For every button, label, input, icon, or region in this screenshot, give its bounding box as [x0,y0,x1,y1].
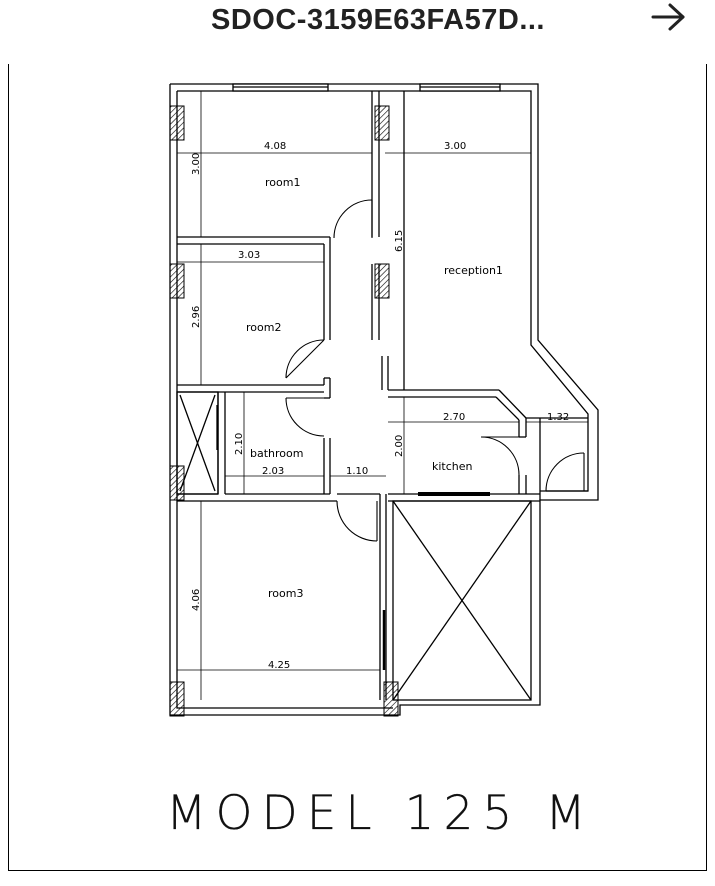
dim-room2-height: 2.96 [191,306,202,328]
top-bar: SDOC-3159E63FA57D... [0,0,715,58]
dim-corridor-width: 1.10 [346,466,368,477]
columns [169,105,399,717]
dim-balcony-width: 1.32 [547,412,569,423]
dim-reception-height: 6.15 [394,230,405,252]
dim-kitchen-width: 2.70 [443,412,465,423]
floor-plan-frame [8,64,707,871]
dimension-lines [177,91,588,700]
dim-bathroom-height: 2.10 [234,433,245,455]
dim-room1-width: 4.08 [264,141,286,152]
arrow-right-icon [651,3,685,31]
room3-label: room3 [268,587,303,600]
dim-room3-width: 4.25 [268,660,290,671]
reception-label: reception1 [444,264,503,277]
dim-room3-height: 4.06 [191,589,202,611]
dim-room1-height: 3.00 [191,153,202,175]
model-caption: MODEL 125 M [166,786,595,841]
bathroom-label: bathroom [250,447,303,460]
dim-bathroom-width: 2.03 [262,466,284,477]
doors [285,199,585,542]
room1-label: room1 [265,176,300,189]
room2-label: room2 [246,321,281,334]
document-title: SDOC-3159E63FA57D... [211,4,545,36]
dim-kitchen-height: 2.00 [394,435,405,457]
dim-room2-width: 3.03 [238,250,260,261]
next-button[interactable] [646,0,690,36]
walls [169,83,599,716]
kitchen-label: kitchen [432,460,473,473]
dim-reception-width: 3.00 [444,141,466,152]
